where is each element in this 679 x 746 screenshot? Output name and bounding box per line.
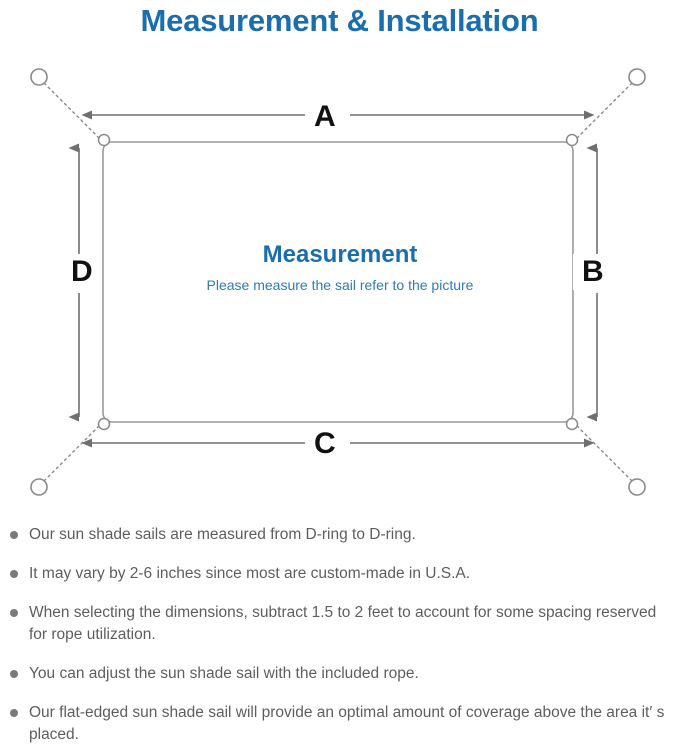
d-ring-top-left <box>97 133 111 147</box>
bullet-icon <box>10 570 18 578</box>
d-ring-top-right <box>565 133 579 147</box>
anchor-point-bottom-right <box>628 478 646 496</box>
page-title: Measurement & Installation <box>140 3 539 38</box>
list-item-text: It may vary by 2-6 inches since most are… <box>29 565 471 582</box>
list-item-text: Our flat-edged sun shade sail will provi… <box>29 704 665 743</box>
anchor-point-bottom-left <box>30 478 48 496</box>
anchor-point-top-right <box>628 68 646 86</box>
list-item: It may vary by 2-6 inches since most are… <box>0 563 679 585</box>
d-ring-bottom-right <box>565 417 579 431</box>
notes-list: Our sun shade sails are measured from D-… <box>0 524 679 746</box>
list-item: You can adjust the sun shade sail with t… <box>0 663 679 685</box>
list-item-text: Our sun shade sails are measured from D-… <box>29 526 416 543</box>
anchor-point-top-left <box>30 68 48 86</box>
d-ring-bottom-left <box>97 417 111 431</box>
sail-measurement-diagram: Measurement Please measure the sail refe… <box>0 45 679 515</box>
bullet-icon <box>10 670 18 678</box>
dimension-label-c: C <box>305 426 345 462</box>
dimension-label-b: B <box>573 254 613 290</box>
list-item-text: You can adjust the sun shade sail with t… <box>29 665 419 682</box>
rope-line-bottom-right <box>576 425 635 484</box>
bullet-icon <box>10 709 18 717</box>
list-item: When selecting the dimensions, subtract … <box>0 602 679 646</box>
list-item: Our flat-edged sun shade sail will provi… <box>0 702 679 746</box>
dimension-label-a: A <box>305 99 345 135</box>
bullet-icon <box>10 609 18 617</box>
bullet-icon <box>10 531 18 539</box>
dimension-label-d: D <box>62 254 102 290</box>
rope-line-top-left <box>41 80 100 139</box>
sail-rectangle <box>102 141 574 423</box>
diagram-svg <box>30 68 646 496</box>
rope-line-top-right <box>576 80 635 139</box>
rope-line-bottom-left <box>41 425 100 484</box>
list-item: Our sun shade sails are measured from D-… <box>0 524 679 546</box>
list-item-text: When selecting the dimensions, subtract … <box>29 604 657 643</box>
